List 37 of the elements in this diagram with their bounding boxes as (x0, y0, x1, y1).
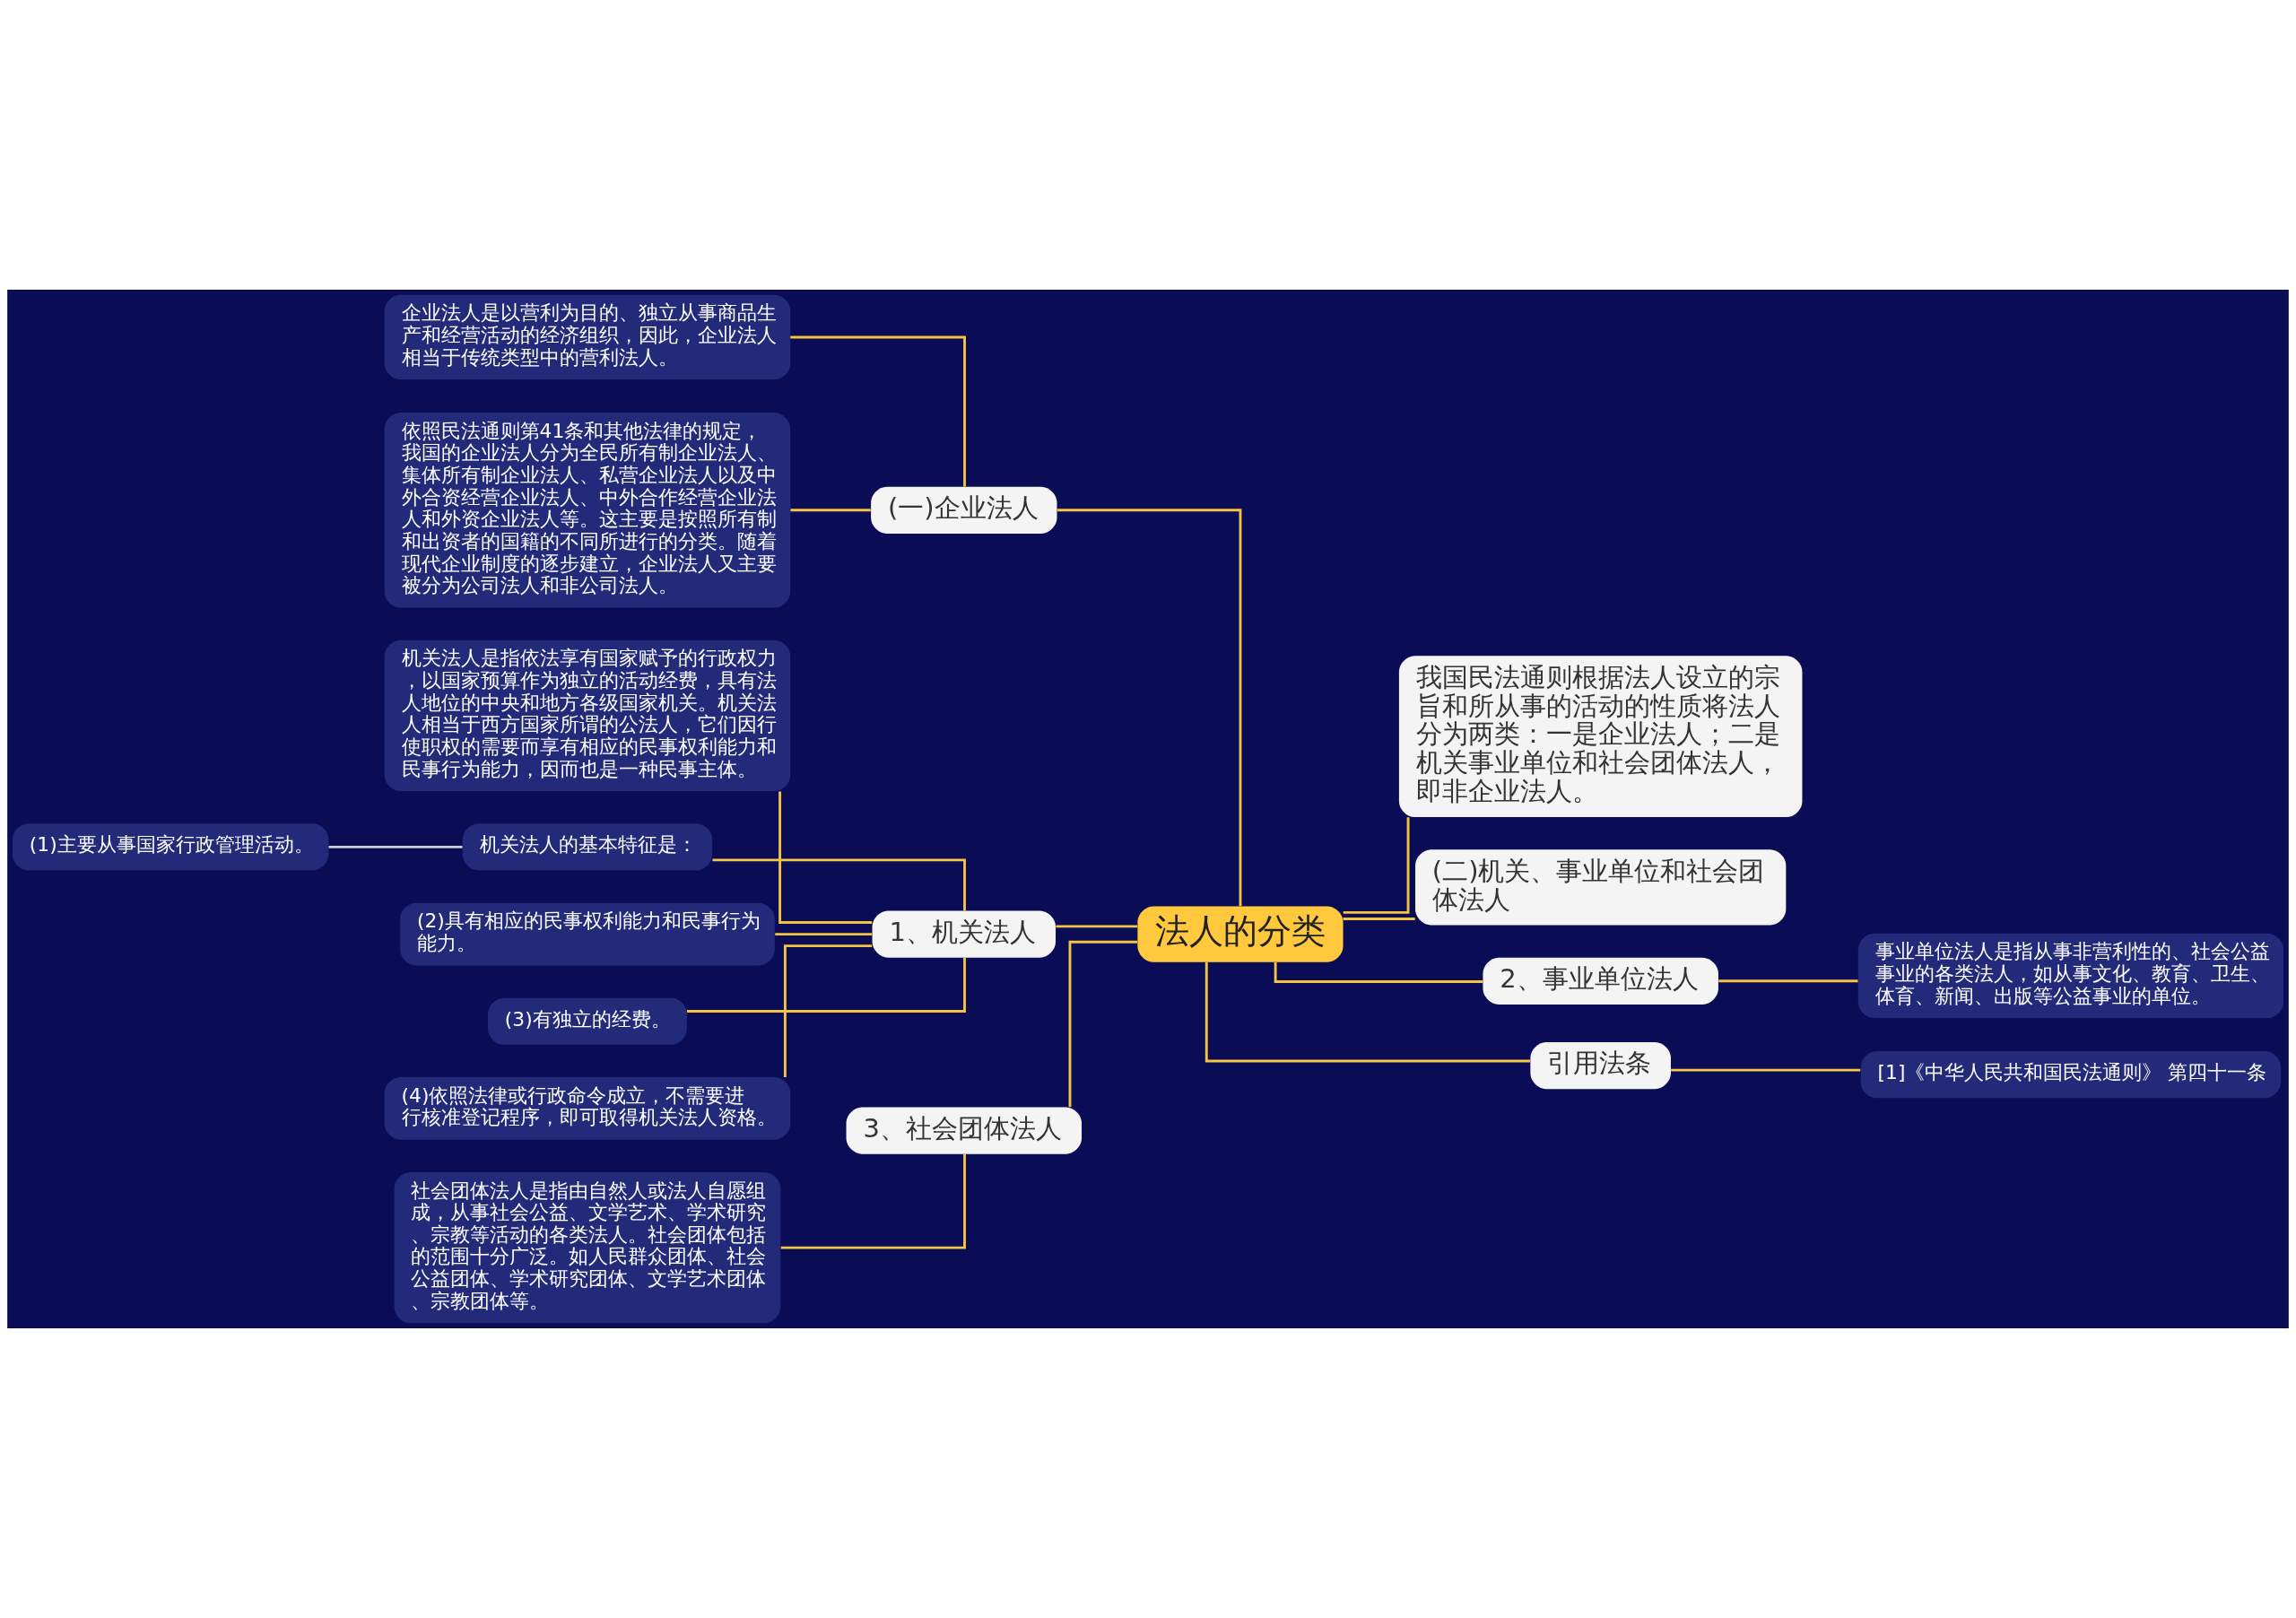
connector (1057, 509, 1242, 907)
node-box: 企业法人是以营利为目的、独立从事商品生产和经营活动的经济组织，因此，企业法人相当于传统类型中的营利法人。 (384, 294, 791, 380)
connector (790, 335, 966, 487)
node-box: (1)主要从事国家行政管理活动。 (12, 823, 329, 871)
connector (1068, 940, 1138, 1108)
connector (1205, 961, 1531, 1063)
node-box: 社会团体法人是指由自然人或法人自愿组成，从事社会公益、文学艺术、学术研究、宗教等活动的各类法人。社会团体包括的范围十分广泛。如人民群众团体、社会公益团体、学术研究团体、文学艺术团体、宗教团体等。 (394, 1171, 781, 1324)
connector (783, 944, 873, 1077)
connector (687, 957, 966, 1013)
node-box: 事业单位法人是指从事非营利性的、社会公益事业的各类法人，如从事文化、教育、卫生、体育、新闻、出版等公益事业的单位。 (1857, 933, 2284, 1019)
connector (790, 509, 871, 512)
connector (1274, 962, 1483, 983)
connector (1718, 979, 1858, 983)
node-box: 3、社会团体法人 (846, 1107, 1083, 1154)
connector (1343, 817, 1410, 914)
node-box: 2、事业单位法人 (1483, 957, 1718, 1005)
node-box: 依照民法通则第41条和其他法律的规定，我国的企业法人分为全民所有制企业法人、集体所有制企业法人、私营企业法人以及中外合资经营企业法人、中外合作经营企业法人和外资企业法人等。这主要是按照所有制和出资者的国籍的不同所进行的分类。随着现代企业制度的逐步建立，企业法人又主要被分为公司法人和非公司法人。 (384, 413, 791, 608)
node-box: (二)机关、事业单位和社会团体法人 (1415, 849, 1787, 926)
connector (1056, 925, 1138, 928)
node-box: 机关法人的基本特征是： (462, 823, 713, 871)
connector (778, 791, 873, 924)
connector (780, 1154, 966, 1249)
connector (1671, 1068, 1861, 1072)
connector (328, 845, 463, 848)
connector (1343, 918, 1415, 920)
node-box: (一)企业法人 (871, 486, 1057, 534)
connector (712, 858, 966, 911)
node-box: [1]《中华人民共和国民法通则》 第四十一条 (1860, 1051, 2282, 1099)
node-box: 1、机关法人 (872, 910, 1057, 958)
node-box: 引用法条 (1530, 1041, 1671, 1090)
node-box: (4)依照法律或行政命令成立，不需要进行核准登记程序，即可取得机关法人资格。 (384, 1077, 791, 1140)
node-box: (2)具有相应的民事权利能力和民事行为能力。 (400, 902, 775, 966)
node-box: (3)有独立的经费。 (488, 997, 687, 1045)
node-box: 法人的分类 (1137, 906, 1344, 962)
connector (775, 933, 873, 936)
node-box: 机关法人是指依法享有国家赋予的行政权力，以国家预算作为独立的活动经费，具有法人地位的中央和地方各级国家机关。机关法人相当于西方国家所谓的公法人，它们因行使职权的需要而享有相应的民事权利能力和民事行为能力，因而也是一种民事主体。 (384, 639, 791, 792)
node-box: 我国民法通则根据法人设立的宗旨和所从事的活动的性质将法人分为两类：一是企业法人；二是机关事业单位和社会团体法人，即非企业法人。 (1398, 656, 1803, 818)
